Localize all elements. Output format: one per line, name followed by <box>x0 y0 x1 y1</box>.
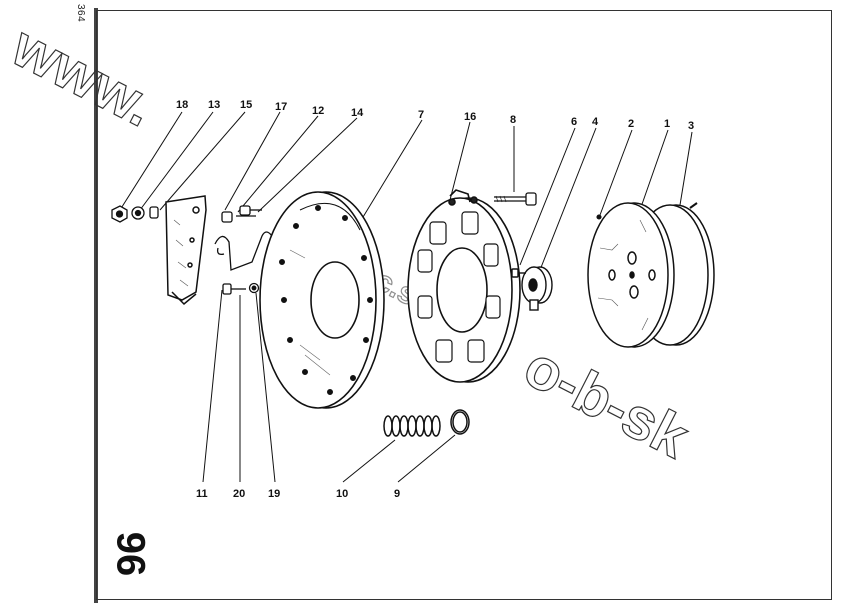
callouts-top: 18 13 15 17 12 14 7 16 8 6 4 2 1 3 <box>176 99 694 132</box>
callout-7: 7 <box>418 109 424 121</box>
svg-text:o-b-sk: o-b-sk <box>514 334 699 471</box>
nut-parts <box>111 205 159 223</box>
leader-lines-top <box>119 111 693 271</box>
callout-15: 15 <box>240 99 252 111</box>
clutch-housing <box>259 191 385 409</box>
callout-10: 10 <box>336 488 348 500</box>
callout-6: 6 <box>571 116 577 128</box>
figure-frame <box>96 10 832 600</box>
callout-4: 4 <box>592 116 599 128</box>
callout-12: 12 <box>312 105 324 117</box>
cover-plate <box>165 195 207 306</box>
callout-20: 20 <box>233 488 245 500</box>
callout-2: 2 <box>628 118 634 130</box>
callout-9: 9 <box>394 488 400 500</box>
callout-17: 17 <box>275 101 287 113</box>
callout-11: 11 <box>196 488 208 500</box>
callout-1: 1 <box>664 118 670 130</box>
callout-14: 14 <box>351 107 364 119</box>
hub-flange <box>511 266 553 311</box>
leader-lines-bottom <box>202 289 456 483</box>
callout-8: 8 <box>510 114 516 126</box>
small-fasteners <box>214 205 273 295</box>
clutch-discs <box>587 202 715 348</box>
spring-and-ring <box>383 409 470 437</box>
callout-16: 16 <box>464 111 476 123</box>
callout-13: 13 <box>208 99 220 111</box>
callout-18: 18 <box>176 99 188 111</box>
callout-19: 19 <box>268 488 280 500</box>
svg-text:www.: www. <box>1 13 164 139</box>
callouts-bottom: 11 20 19 10 9 <box>196 488 400 500</box>
callout-3: 3 <box>688 120 694 132</box>
pressure-plate <box>407 189 521 383</box>
long-bolt <box>494 192 537 206</box>
